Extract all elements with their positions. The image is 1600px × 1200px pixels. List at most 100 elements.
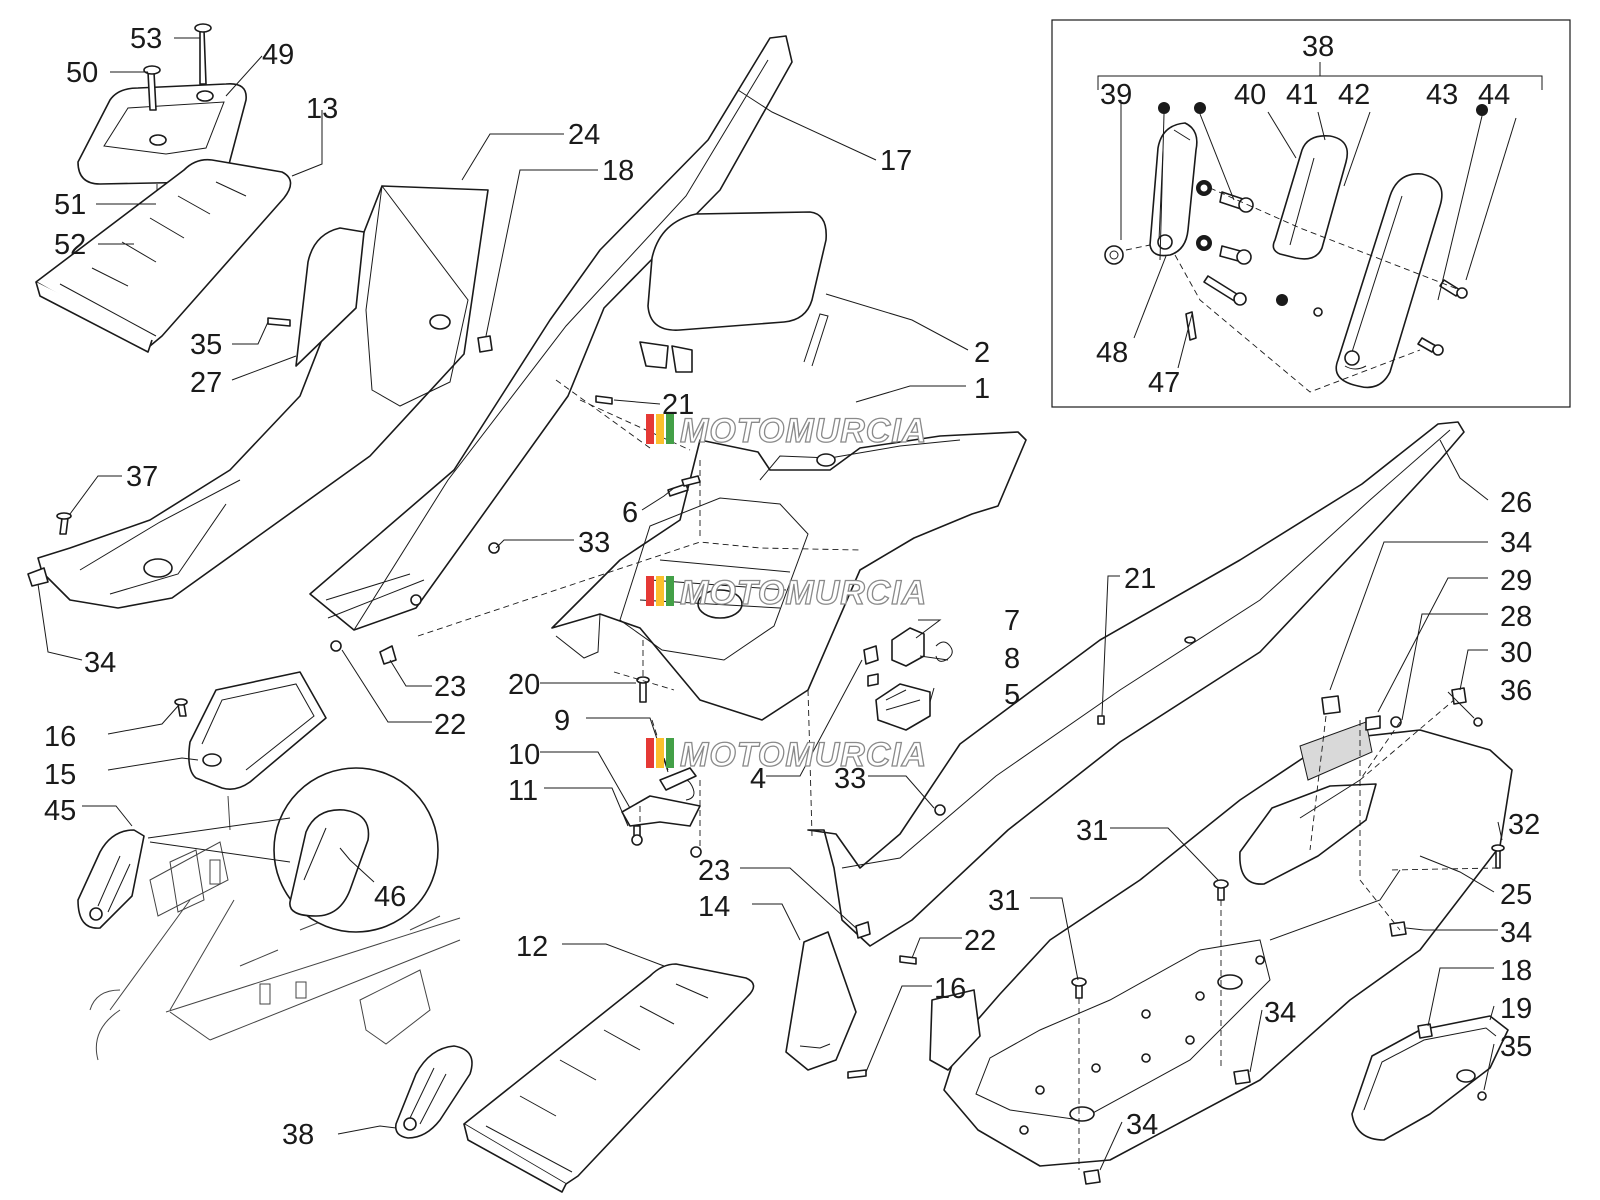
watermark-stripe-red: [646, 576, 654, 606]
screw-32: [1495, 849, 1501, 869]
callout-31: 31: [988, 885, 1020, 917]
clip-34-e: [1083, 1169, 1101, 1185]
grab-cover-49: [77, 83, 247, 185]
pillion-footrest-45: [77, 829, 145, 929]
screw-6: [667, 483, 689, 497]
callout-35: 35: [190, 329, 222, 361]
cover-44: [1335, 173, 1443, 389]
screw-22b: [899, 955, 917, 965]
callout-34: 34: [1126, 1109, 1158, 1141]
bracket-38: [1097, 62, 1543, 90]
callout-21: 21: [662, 389, 694, 421]
clip-23b: [855, 921, 871, 939]
callout-11: 11: [508, 775, 538, 807]
screw-20: [639, 681, 647, 703]
clip-4: [863, 645, 879, 665]
screw-16b: [847, 1069, 867, 1079]
callout-50: 50: [66, 57, 98, 89]
washer-39: [1104, 245, 1124, 265]
callout-9: 9: [554, 705, 570, 737]
callout-51: 51: [54, 189, 86, 221]
cover-19: [1351, 1015, 1509, 1141]
clip-30: [1451, 687, 1467, 705]
passenger-grab-handle: [35, 23, 292, 353]
latch-7: [891, 627, 925, 667]
watermark-stripe-green: [666, 414, 674, 444]
callout-26: 26: [1500, 487, 1532, 519]
trim-15: [174, 671, 327, 790]
callout-13: 13: [306, 93, 338, 125]
watermark-stripe-red: [646, 738, 654, 768]
callout-43: 43: [1426, 79, 1458, 111]
callout-38: 38: [1302, 31, 1334, 63]
screw-a: [1196, 180, 1254, 265]
clip-34a: [27, 567, 49, 587]
side-panel-strip-26: [807, 421, 1465, 965]
callout-34: 34: [1500, 917, 1532, 949]
side-panel-25: [929, 687, 1513, 1185]
clip-34-d: [1233, 1069, 1251, 1085]
callout-5: 5: [1004, 679, 1020, 711]
screw-36: [1473, 717, 1483, 727]
callout-46: 46: [374, 881, 406, 913]
callout-17: 17: [880, 145, 912, 177]
clip-18b: [1417, 1023, 1433, 1039]
spring-8: [935, 641, 953, 662]
screw-16a: [177, 703, 187, 717]
watermark-stripe-yellow: [656, 576, 664, 606]
pad-42: [1272, 134, 1349, 260]
latch-5: [875, 683, 931, 731]
callout-16: 16: [934, 973, 966, 1005]
glovebox-lid-2: [639, 211, 827, 373]
callout-6: 6: [622, 497, 638, 529]
watermark-text: MOTOMURCIA: [680, 574, 927, 612]
callout-1: 1: [974, 373, 990, 405]
watermark-stripe-green: [666, 738, 674, 768]
callout-16: 16: [44, 721, 76, 753]
callout-12: 12: [516, 931, 548, 963]
callout-37: 37: [126, 461, 158, 493]
clip-34-c: [1389, 921, 1407, 937]
inset-detail-38: [1051, 19, 1571, 408]
callout-8: 8: [1004, 643, 1020, 675]
callout-34: 34: [1500, 527, 1532, 559]
watermark-stripe-yellow: [656, 414, 664, 444]
callout-20: 20: [508, 669, 540, 701]
callout-52: 52: [54, 229, 86, 261]
screw-37: [59, 517, 69, 535]
callout-22: 22: [964, 925, 996, 957]
callout-14: 14: [698, 891, 730, 923]
washer-33a: [488, 542, 500, 554]
screw-35b: [1477, 1091, 1487, 1101]
inspection-cover-27: [295, 227, 365, 367]
screw-35a: [267, 317, 291, 327]
callout-31: 31: [1076, 815, 1108, 847]
leader-lines: [37, 37, 1503, 1171]
callout-15: 15: [44, 759, 76, 791]
callout-32: 32: [1508, 809, 1540, 841]
bracket-10: [621, 795, 701, 827]
callout-7: 7: [1004, 605, 1020, 637]
clip-18a: [477, 335, 493, 353]
screw-21b: [1097, 715, 1105, 725]
callout-29: 29: [1500, 565, 1532, 597]
center-strip-17: [309, 35, 793, 665]
callout-45: 45: [44, 795, 76, 827]
callout-18: 18: [602, 155, 634, 187]
callout-18: 18: [1500, 955, 1532, 987]
screw-50: [147, 71, 157, 111]
callout-35: 35: [1500, 1031, 1532, 1063]
washer-29: [1365, 715, 1381, 731]
screw-53: [199, 29, 207, 85]
footrest-mat-13: [35, 158, 292, 347]
screw-21a: [595, 395, 613, 405]
callout-39: 39: [1100, 79, 1132, 111]
callout-49: 49: [262, 39, 294, 71]
watermark-stripe-green: [666, 576, 674, 606]
callout-44: 44: [1478, 79, 1510, 111]
callout-23: 23: [698, 855, 730, 887]
footrest-mat-12: [463, 963, 755, 1193]
watermark-bottom: MOTOMURCIA: [646, 735, 927, 775]
callout-28: 28: [1500, 601, 1532, 633]
